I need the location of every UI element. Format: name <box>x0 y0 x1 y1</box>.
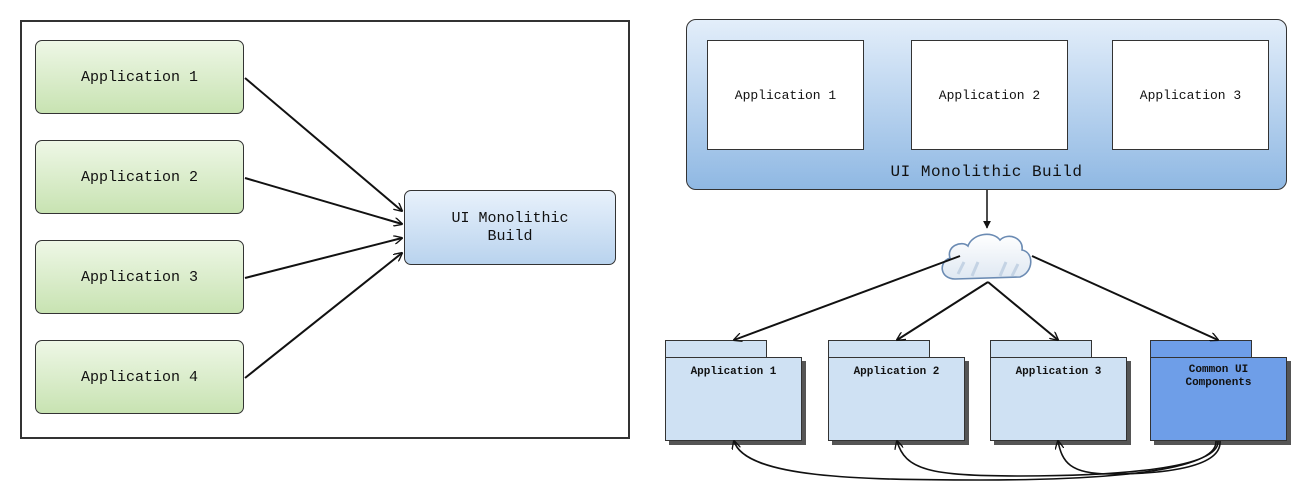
left-monolith-box: UI Monolithic Build <box>404 190 616 265</box>
arrow-app3-to-monolith <box>244 238 402 279</box>
monolith-app-1-box: Application 1 <box>707 40 864 150</box>
curve-common-to-package-3 <box>1058 441 1221 475</box>
arrow-app4-to-monolith <box>244 253 402 379</box>
left-app-4-box: Application 4 <box>35 340 244 414</box>
package-app-3-label: Application 3 <box>1015 366 1102 378</box>
left-app-3-box: Application 3 <box>35 240 244 314</box>
package-body <box>828 357 965 441</box>
monolith-app-2-label: Application 2 <box>938 87 1041 103</box>
monolith-app-3-label: Application 3 <box>1139 87 1242 103</box>
package-body <box>1150 357 1287 441</box>
monolith-app-2-box: Application 2 <box>911 40 1068 150</box>
arrow-cloud-to-package-3 <box>987 281 1058 340</box>
cloud-icon <box>941 233 1032 280</box>
arrow-cloud-to-package-1 <box>734 255 961 340</box>
monolith-app-1-label: Application 1 <box>734 87 837 103</box>
left-app-1-label: Application 1 <box>80 68 199 86</box>
arrow-cloud-to-package-2 <box>897 281 989 340</box>
left-app-3-label: Application 3 <box>80 268 199 286</box>
left-app-2-label: Application 2 <box>80 168 199 186</box>
right-monolith-container: Application 1 Application 2 Application … <box>686 19 1287 190</box>
left-app-2-box: Application 2 <box>35 140 244 214</box>
arrow-app2-to-monolith <box>244 177 402 224</box>
curve-common-to-package-2 <box>897 441 1219 477</box>
arrow-app1-to-monolith <box>244 77 402 211</box>
arrow-cloud-to-package-common <box>1031 255 1218 340</box>
package-common-ui-label: Common UI Components <box>1185 364 1252 389</box>
package-body <box>665 357 802 441</box>
left-app-1-box: Application 1 <box>35 40 244 114</box>
left-monolith-label: UI Monolithic Build <box>451 209 569 245</box>
monolith-caption: UI Monolithic Build <box>890 163 1083 181</box>
package-body <box>990 357 1127 441</box>
package-app-2-label: Application 2 <box>853 366 940 378</box>
monolith-app-3-box: Application 3 <box>1112 40 1269 150</box>
curve-common-to-package-1 <box>734 441 1217 481</box>
left-app-4-label: Application 4 <box>80 368 199 386</box>
package-app-1-label: Application 1 <box>690 366 777 378</box>
